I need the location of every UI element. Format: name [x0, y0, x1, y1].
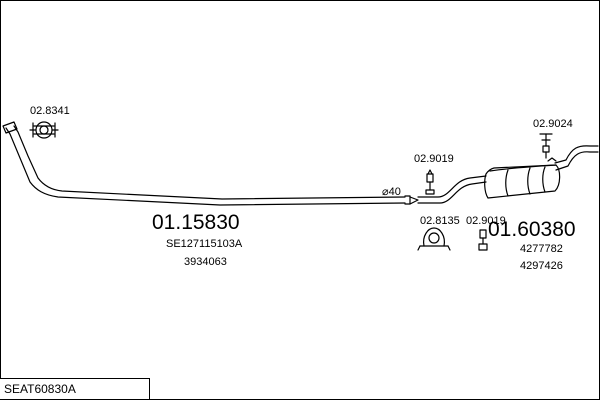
label-rear-muffler-ref1: 4277782: [520, 243, 563, 255]
label-rear-bolt: 02.9019: [466, 215, 506, 227]
label-diameter: ⌀40: [382, 186, 401, 198]
label-rear-hanger: 02.9024: [533, 118, 573, 130]
diagram-title: SEAT60830A: [0, 378, 150, 399]
front-clamp[interactable]: [29, 121, 59, 139]
connecting-pipe[interactable]: [417, 175, 487, 204]
rear-muffler[interactable]: [484, 145, 599, 199]
front-pipe[interactable]: [2, 121, 419, 206]
mid-bolt-clamp[interactable]: [425, 169, 435, 195]
label-front-pipe: 01.15830: [152, 211, 240, 234]
label-front-pipe-ref1: SE127115103A: [166, 238, 243, 250]
rubber-mount[interactable]: [417, 227, 451, 251]
rear-hanger[interactable]: [539, 133, 553, 159]
label-rear-muffler: 01.60380: [488, 218, 576, 241]
label-front-pipe-ref2: 3934063: [184, 256, 227, 268]
label-rubber-mount: 02.8135: [420, 215, 460, 227]
label-rear-muffler-ref2: 4297426: [520, 260, 563, 272]
rear-bolt[interactable]: [478, 229, 488, 251]
label-front-clamp: 02.8341: [30, 105, 70, 117]
label-mid-clamp: 02.9019: [414, 153, 454, 165]
